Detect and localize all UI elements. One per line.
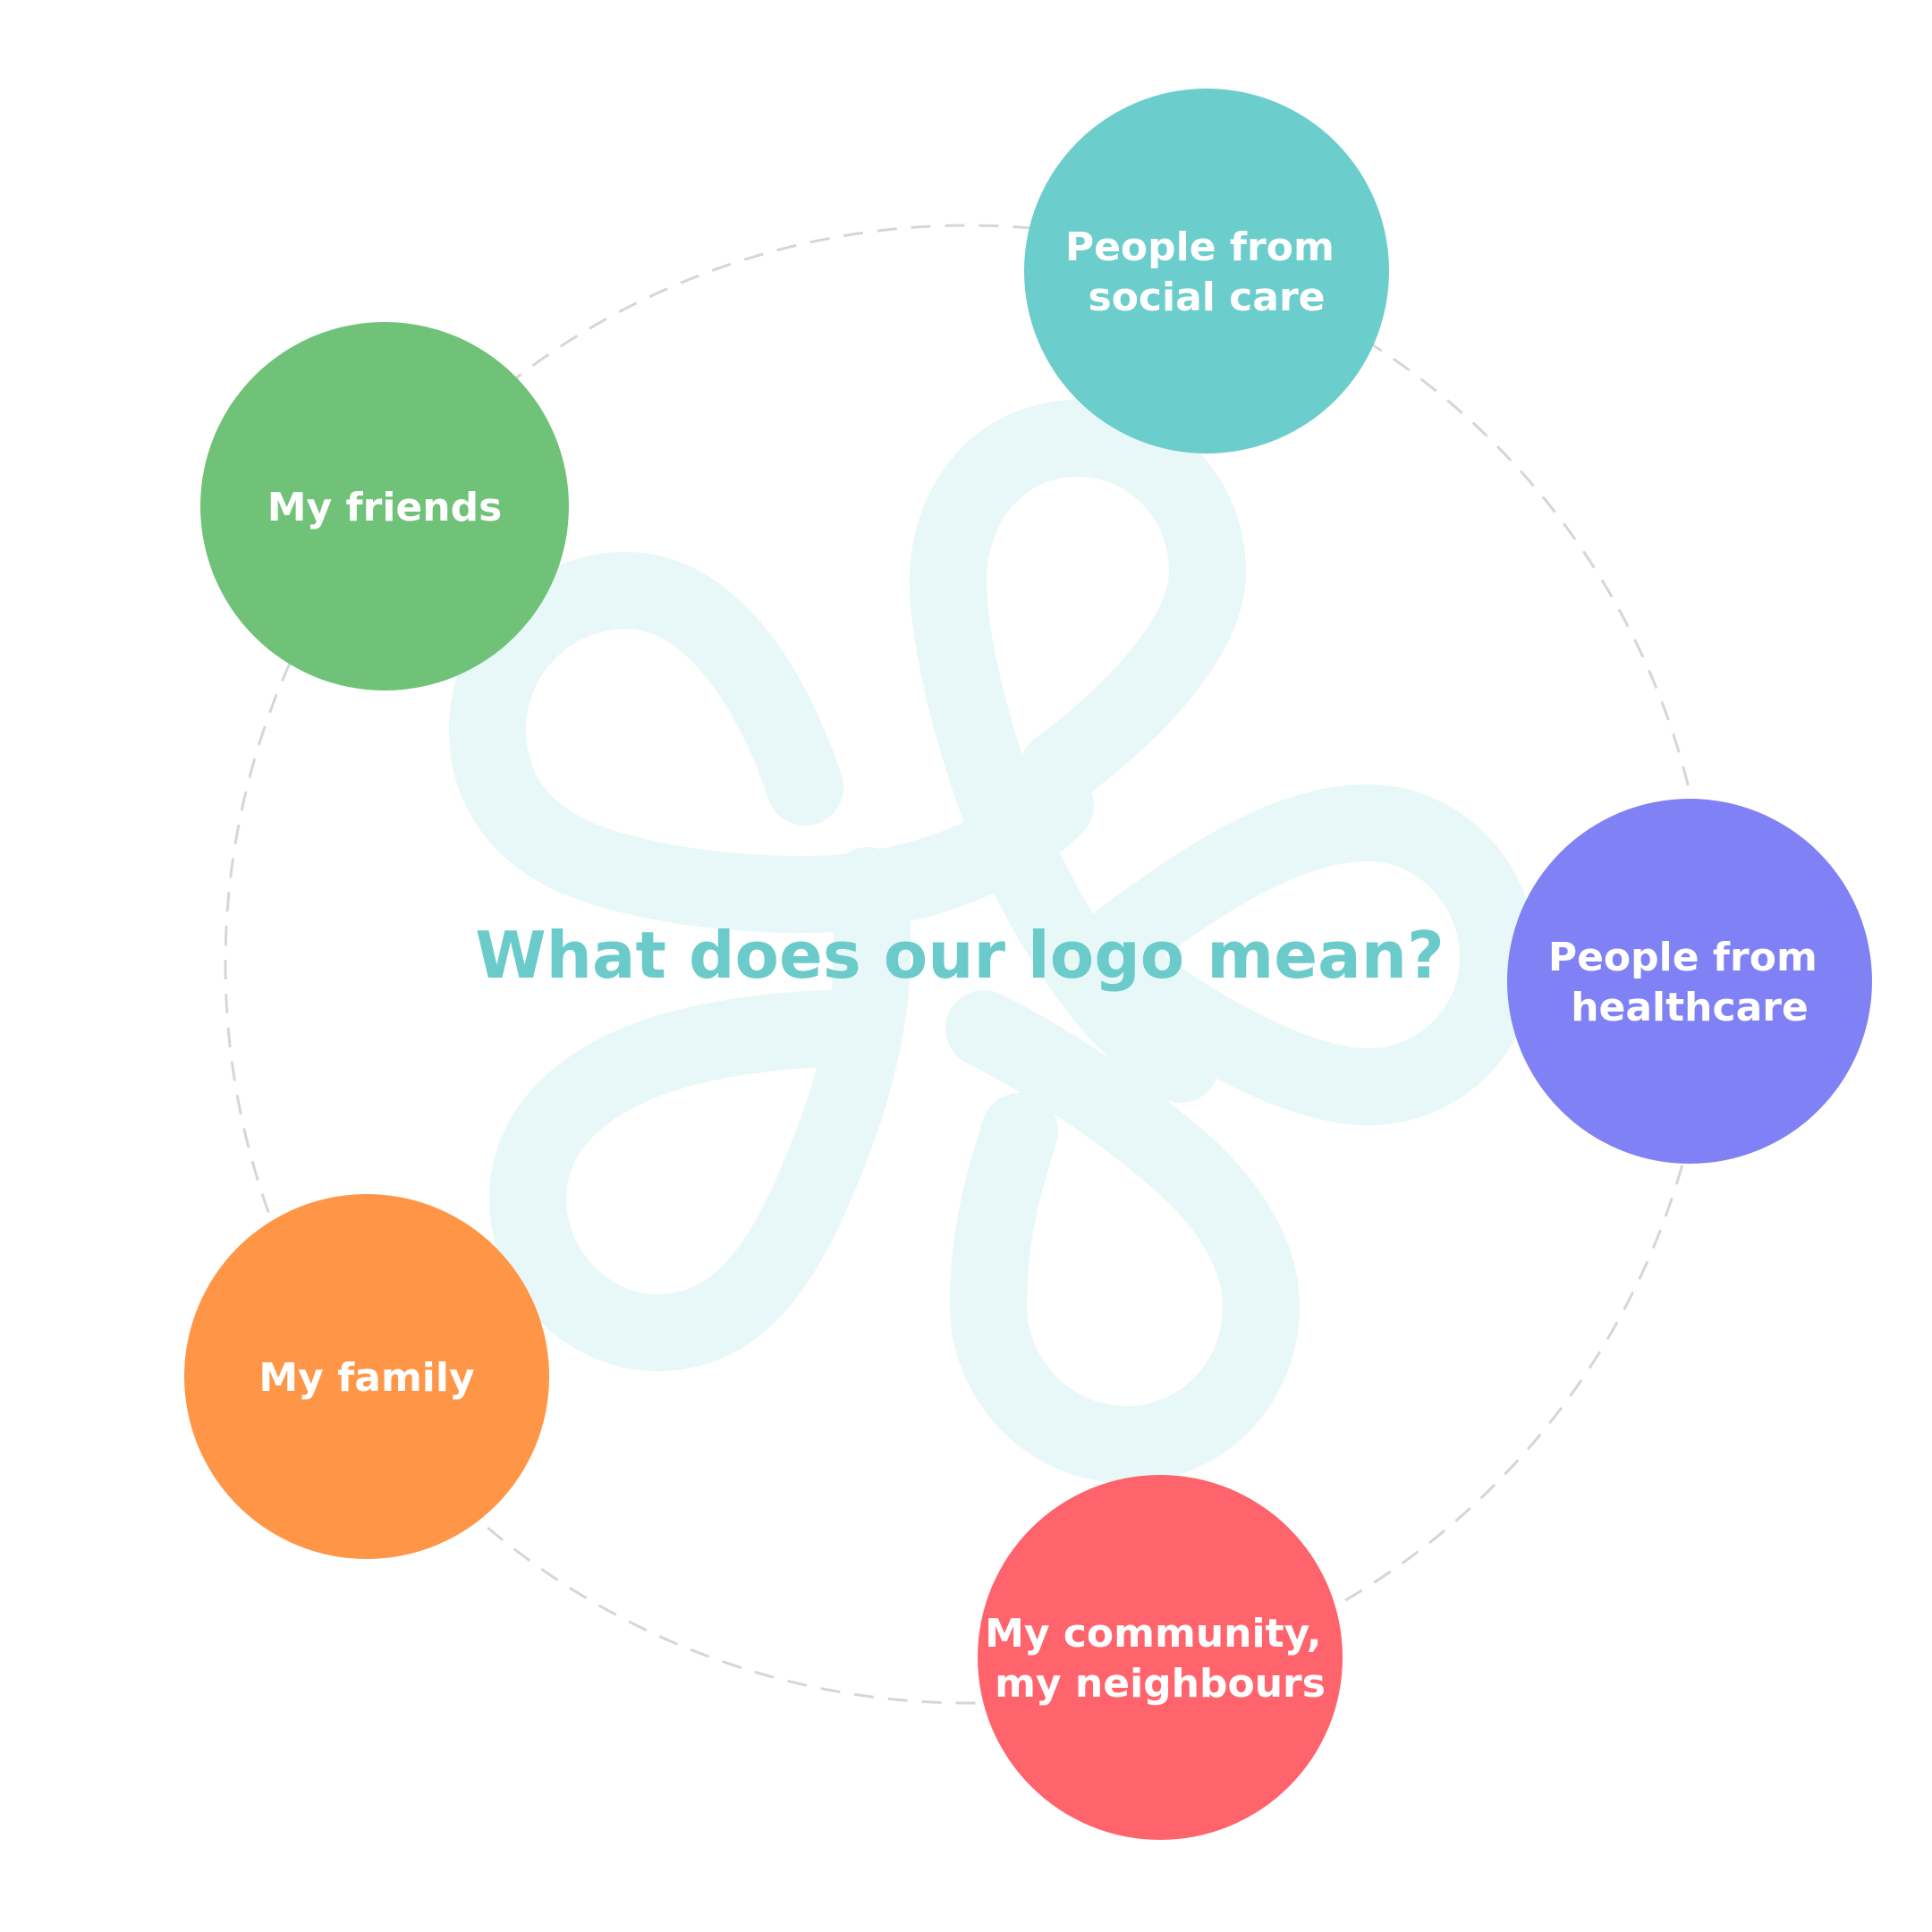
interlocking-loops-logo-icon xyxy=(449,400,1537,1483)
node-label-line: People from xyxy=(1065,225,1335,270)
logo-loop-left-bottom xyxy=(489,847,911,1371)
node-label-line: My family xyxy=(258,1355,474,1401)
node-circle xyxy=(1024,89,1389,453)
node-family: My family xyxy=(184,1194,549,1559)
node-circle xyxy=(184,1194,549,1559)
node-friends: My friends xyxy=(200,322,569,691)
node-label-line: My friends xyxy=(267,485,503,530)
node-healthcare: People from healthcare xyxy=(1507,799,1872,1164)
node-label-line: My community, xyxy=(985,1611,1322,1657)
node-label-line: healthcare xyxy=(1571,985,1809,1030)
logo-loop-bottom xyxy=(945,990,1300,1483)
node-label: My community, my neighbours xyxy=(985,1611,1335,1707)
node-social-care: People from social care xyxy=(1024,89,1389,453)
node-label: People from social care xyxy=(1065,225,1348,320)
node-label-line: People from xyxy=(1548,935,1818,980)
node-label: My friends xyxy=(267,485,503,530)
node-label-line: social care xyxy=(1089,275,1326,320)
node-label-line: my neighbours xyxy=(995,1661,1326,1707)
logo-loop-left-top xyxy=(449,552,1094,933)
node-circle xyxy=(978,1475,1343,1840)
node-circle xyxy=(1507,799,1872,1164)
node-label: My family xyxy=(258,1355,474,1401)
logo-loop-top xyxy=(910,400,1246,1103)
diagram-title: What does our logo mean? xyxy=(475,918,1444,993)
node-circle xyxy=(200,322,569,691)
logo-loop-right xyxy=(1084,784,1537,1125)
node-community: My community, my neighbours xyxy=(978,1475,1343,1840)
node-label: People from healthcare xyxy=(1548,935,1831,1030)
